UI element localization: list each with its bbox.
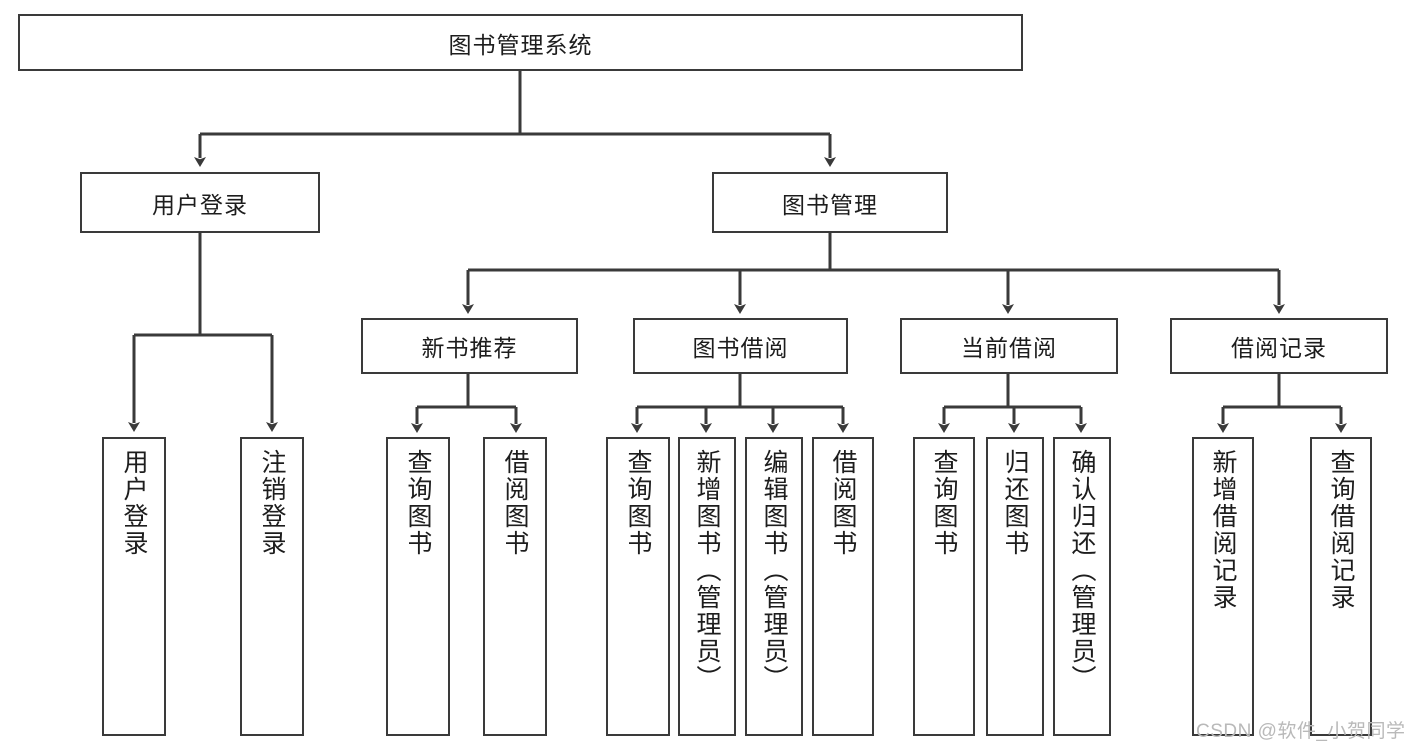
node-leaf-edit-book-label: 编辑图书（管理员） <box>760 449 788 692</box>
node-leaf-query-book-c-label: 查询图书 <box>930 449 958 557</box>
node-leaf-user-login-label: 用户登录 <box>120 449 148 557</box>
node-new-book-rec[interactable]: 新书推荐 <box>361 318 578 374</box>
node-book-borrow[interactable]: 图书借阅 <box>633 318 848 374</box>
node-user-login-label: 用户登录 <box>152 191 248 218</box>
node-leaf-borrow-book-b-label: 借阅图书 <box>829 449 857 557</box>
csdn-watermark: CSDN @软件_小贺同学 <box>1196 721 1405 742</box>
node-leaf-return-book[interactable]: 归还图书 <box>986 437 1044 736</box>
node-leaf-query-book-c[interactable]: 查询图书 <box>913 437 975 736</box>
node-leaf-query-book-b-label: 查询图书 <box>624 449 652 557</box>
node-leaf-logout[interactable]: 注销登录 <box>240 437 304 736</box>
node-leaf-query-record-label: 查询借阅记录 <box>1327 449 1355 611</box>
node-leaf-query-book-rec[interactable]: 查询图书 <box>386 437 450 736</box>
node-leaf-confirm-return[interactable]: 确认归还（管理员） <box>1053 437 1111 736</box>
node-leaf-add-book-label: 新增图书（管理员） <box>693 449 721 692</box>
node-leaf-add-book[interactable]: 新增图书（管理员） <box>678 437 736 736</box>
node-leaf-borrow-book-b[interactable]: 借阅图书 <box>812 437 874 736</box>
node-leaf-borrow-book-rec[interactable]: 借阅图书 <box>483 437 547 736</box>
node-book-manage[interactable]: 图书管理 <box>712 172 948 233</box>
node-borrow-record[interactable]: 借阅记录 <box>1170 318 1388 374</box>
node-root[interactable]: 图书管理系统 <box>18 14 1023 71</box>
node-current-borrow[interactable]: 当前借阅 <box>900 318 1118 374</box>
node-leaf-user-login[interactable]: 用户登录 <box>102 437 166 736</box>
node-new-book-rec-label: 新书推荐 <box>421 335 518 361</box>
node-borrow-record-label: 借阅记录 <box>1231 335 1327 361</box>
node-leaf-logout-label: 注销登录 <box>258 449 286 557</box>
node-leaf-return-book-label: 归还图书 <box>1001 449 1029 557</box>
node-leaf-add-record-label: 新增借阅记录 <box>1209 449 1237 611</box>
node-leaf-query-record[interactable]: 查询借阅记录 <box>1310 437 1372 736</box>
node-user-login[interactable]: 用户登录 <box>80 172 320 233</box>
node-current-borrow-label: 当前借阅 <box>961 335 1057 361</box>
node-leaf-query-book-rec-label: 查询图书 <box>404 449 432 557</box>
node-leaf-add-record[interactable]: 新增借阅记录 <box>1192 437 1254 736</box>
node-leaf-borrow-book-rec-label: 借阅图书 <box>501 449 529 557</box>
node-book-manage-label: 图书管理 <box>782 191 878 218</box>
node-root-label: 图书管理系统 <box>448 31 593 58</box>
node-book-borrow-label: 图书借阅 <box>692 335 789 361</box>
node-leaf-confirm-return-label: 确认归还（管理员） <box>1068 449 1096 692</box>
node-leaf-query-book-b[interactable]: 查询图书 <box>606 437 670 736</box>
node-leaf-edit-book[interactable]: 编辑图书（管理员） <box>745 437 803 736</box>
